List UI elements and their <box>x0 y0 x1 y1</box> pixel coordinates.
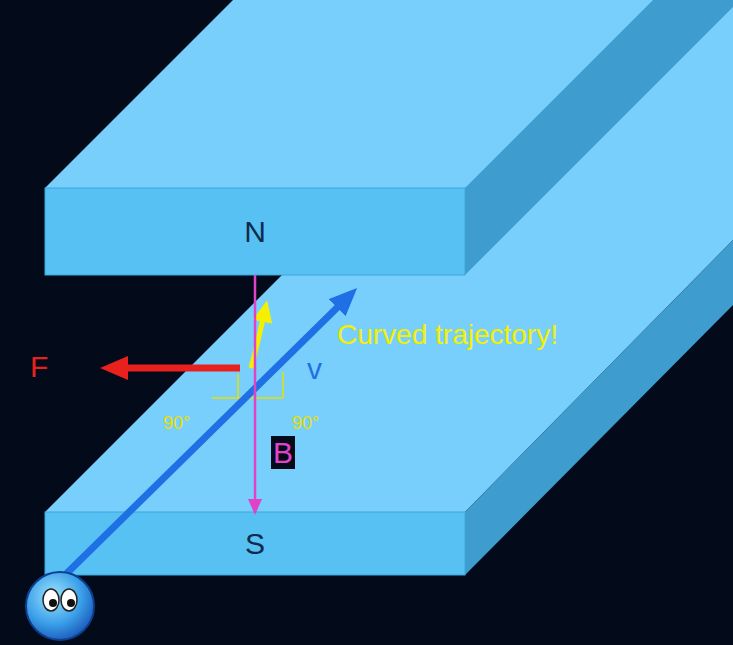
velocity-label: v <box>307 352 322 385</box>
field-line <box>254 275 257 512</box>
pole-letter: N <box>244 215 266 249</box>
trajectory-note: Curved trajectory! <box>337 320 558 351</box>
particle-pupil <box>67 599 75 607</box>
force-arrow <box>110 365 240 372</box>
field-label: B <box>271 436 295 469</box>
slab-side-face <box>465 240 733 575</box>
velocity-arrow <box>62 295 350 578</box>
trajectory-arrow <box>251 310 265 368</box>
magnet-pole: N <box>45 188 465 275</box>
particle-eye <box>43 589 59 611</box>
force-label: F <box>30 350 48 383</box>
pole-letter: S <box>245 527 265 561</box>
angle-label: 90° <box>292 414 319 434</box>
angle-label: 90° <box>163 414 190 434</box>
slab-side-face <box>465 0 733 275</box>
slab-front-face <box>45 188 465 275</box>
particle-eye <box>61 589 77 611</box>
particle-body <box>26 572 94 640</box>
particle-pupil <box>49 599 57 607</box>
particle-icon <box>26 572 94 640</box>
slab-front-face <box>45 512 465 575</box>
magnet-pole: S <box>45 512 465 575</box>
